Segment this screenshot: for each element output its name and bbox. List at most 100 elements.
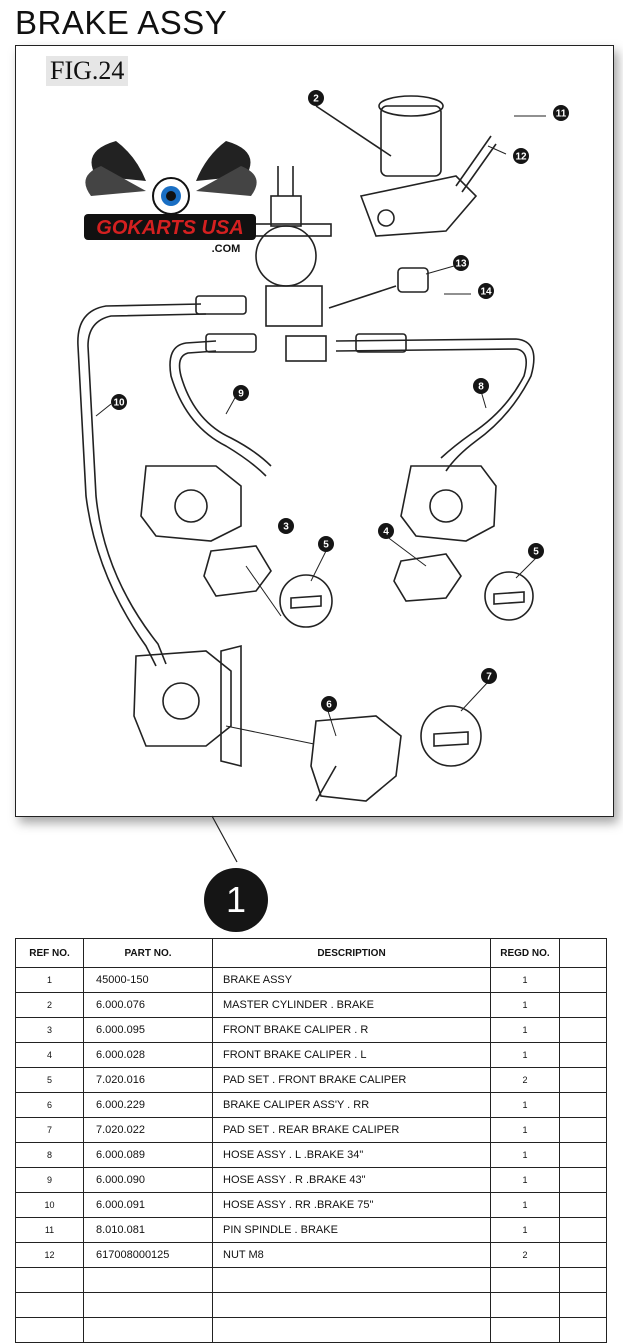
cell-qty: [490, 1292, 560, 1318]
cell-part: 7.020.022: [83, 1117, 213, 1143]
cell-qty: 1: [490, 1017, 560, 1043]
cell-blank: [559, 967, 607, 993]
cell-desc: HOSE ASSY . R .BRAKE 43": [212, 1167, 491, 1193]
cell-desc: [212, 1292, 491, 1318]
cell-ref: 3: [15, 1017, 84, 1043]
callout-circle: [481, 668, 497, 684]
header-part-no: PART NO.: [83, 938, 213, 968]
callout-circle: [318, 536, 334, 552]
cell-ref: 12: [15, 1242, 84, 1268]
cell-part: 6.000.090: [83, 1167, 213, 1193]
callout-number: 6: [326, 700, 332, 711]
cell-part: [83, 1267, 213, 1293]
cell-blank: [559, 1167, 607, 1193]
callout-circle: [233, 385, 249, 401]
cell-desc: MASTER CYLINDER . BRAKE: [212, 992, 491, 1018]
cell-blank: [559, 1267, 607, 1293]
cell-blank: [559, 1017, 607, 1043]
header-regd-no: REGD NO.: [490, 938, 560, 968]
cell-desc: FRONT BRAKE CALIPER . R: [212, 1017, 491, 1043]
callout-circle: [528, 543, 544, 559]
callout-circle: [111, 394, 127, 410]
cell-desc: HOSE ASSY . RR .BRAKE 75": [212, 1192, 491, 1218]
cell-blank: [559, 1292, 607, 1318]
cell-ref: [15, 1267, 84, 1293]
cell-part: [83, 1292, 213, 1318]
parts-table: REF NO. PART NO. DESCRIPTION REGD NO. 1 4…: [15, 938, 607, 1343]
cell-blank: [559, 1242, 607, 1268]
header-ref-no: REF NO.: [15, 938, 84, 968]
cell-part: 6.000.095: [83, 1017, 213, 1043]
cell-ref: 10: [15, 1192, 84, 1218]
cell-part: 617008000125: [83, 1242, 213, 1268]
callout-number: 2: [313, 94, 319, 105]
cell-qty: 1: [490, 967, 560, 993]
cell-desc: NUT M8: [212, 1242, 491, 1268]
callout-circle: [473, 378, 489, 394]
cell-ref: 5: [15, 1067, 84, 1093]
cell-blank: [559, 1042, 607, 1068]
callout-circle: [278, 518, 294, 534]
cell-qty: 1: [490, 1117, 560, 1143]
callout-number: 8: [478, 382, 484, 393]
cell-blank: [559, 1192, 607, 1218]
cell-blank: [559, 1067, 607, 1093]
cell-blank: [559, 992, 607, 1018]
cell-desc: PAD SET . REAR BRAKE CALIPER: [212, 1117, 491, 1143]
callout-circle: [478, 283, 494, 299]
callout-number: 3: [283, 522, 289, 533]
winged-eye-icon: GOKARTS USA .COM: [84, 141, 257, 255]
figure-frame: FIG.24: [15, 45, 614, 817]
callout-circle: [321, 696, 337, 712]
cell-part: 7.020.016: [83, 1067, 213, 1093]
cell-blank: [559, 1217, 607, 1243]
cell-ref: 2: [15, 992, 84, 1018]
cell-part: 6.000.229: [83, 1092, 213, 1118]
cell-qty: 1: [490, 1192, 560, 1218]
cell-ref: [15, 1292, 84, 1318]
callout-circle: [513, 148, 529, 164]
cell-desc: [212, 1267, 491, 1293]
callout-number: 4: [383, 527, 389, 538]
callout-number: 5: [533, 547, 539, 558]
cell-ref: 9: [15, 1167, 84, 1193]
cell-desc: PIN SPINDLE . BRAKE: [212, 1217, 491, 1243]
callout-circle: [553, 105, 569, 121]
callout-number: 13: [455, 259, 467, 270]
header-blank: [559, 938, 607, 968]
figure-label: FIG.24: [46, 56, 129, 86]
callout-number: 9: [238, 389, 244, 400]
callout-number: 11: [556, 109, 567, 120]
cell-desc: PAD SET . FRONT BRAKE CALIPER: [212, 1067, 491, 1093]
callout-circle: [378, 523, 394, 539]
callout-number: 7: [486, 672, 492, 683]
cell-ref: 7: [15, 1117, 84, 1143]
cell-qty: 1: [490, 1217, 560, 1243]
cell-desc: FRONT BRAKE CALIPER . L: [212, 1042, 491, 1068]
cell-ref: 8: [15, 1142, 84, 1168]
header-description: DESCRIPTION: [212, 938, 491, 968]
cell-qty: 1: [490, 1142, 560, 1168]
cell-desc: HOSE ASSY . L .BRAKE 34": [212, 1142, 491, 1168]
cell-part: 45000-150: [83, 967, 213, 993]
cell-part: 6.000.091: [83, 1192, 213, 1218]
cell-desc: BRAKE CALIPER ASS'Y . RR: [212, 1092, 491, 1118]
callout-number: 5: [323, 540, 329, 551]
cell-ref: 11: [15, 1217, 84, 1243]
cell-qty: 1: [490, 992, 560, 1018]
cell-qty: 2: [490, 1067, 560, 1093]
cell-part: 6.000.028: [83, 1042, 213, 1068]
logo-brand-text: GOKARTS USA: [96, 217, 243, 239]
callout-number: 14: [480, 287, 492, 298]
cell-ref: 6: [15, 1092, 84, 1118]
